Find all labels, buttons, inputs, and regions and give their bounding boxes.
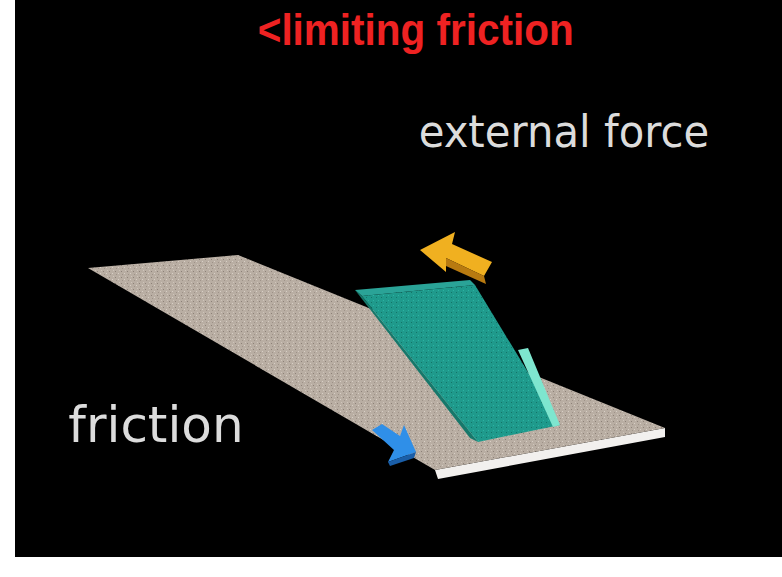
black-panel [15, 0, 782, 557]
external-force-arrow-shade [446, 258, 486, 284]
sliding-block [362, 285, 560, 442]
friction-arrow-shade [388, 452, 416, 466]
force-label: external force [418, 108, 709, 156]
friction-label: friction [68, 398, 243, 453]
condition-heading: <limiting friction [258, 6, 574, 54]
block-right-face [518, 348, 560, 427]
